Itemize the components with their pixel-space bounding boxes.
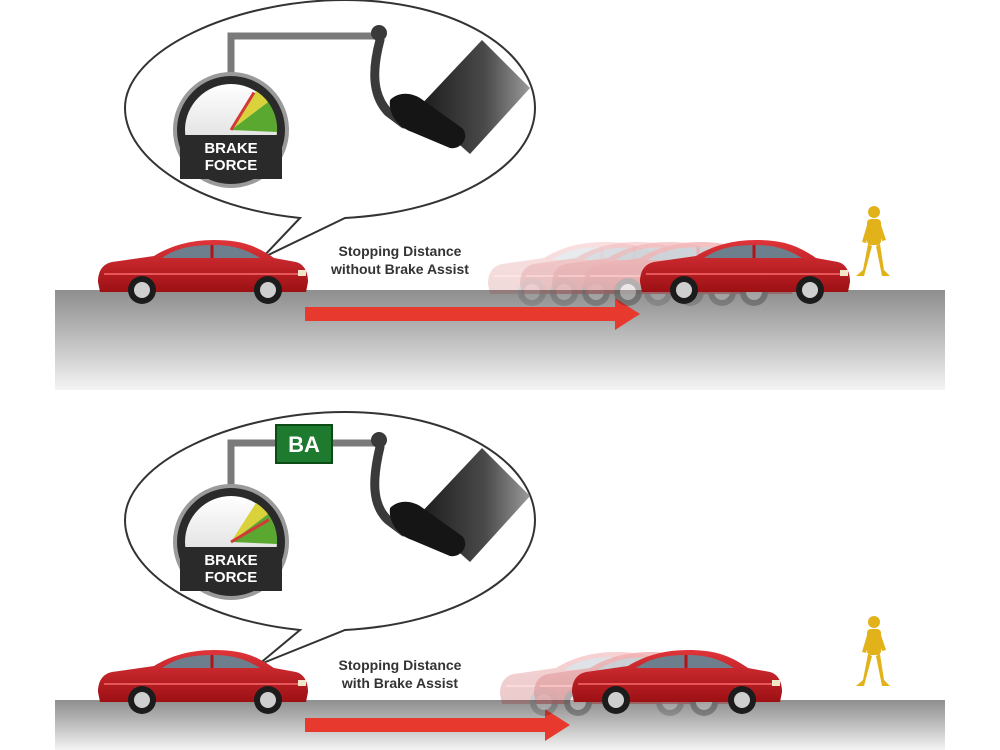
gauge-needle xyxy=(229,91,256,131)
brake-assist-badge-label: BA xyxy=(288,432,320,457)
caption-line1: Stopping Distance xyxy=(339,243,462,259)
panel-with-brake-assist: BA BRAKE FORCE Stopping Distance with Br… xyxy=(55,410,945,750)
stopping-distance-arrow xyxy=(305,298,640,330)
gauge-yellow-zone xyxy=(231,503,268,542)
stopping-distance-arrow xyxy=(305,709,570,741)
driver-leg xyxy=(389,448,530,562)
gauge-yellow-zone xyxy=(231,91,268,130)
brake-force-gauge: BRAKE FORCE xyxy=(173,484,289,600)
pedestrian-dummy xyxy=(856,616,890,686)
brake-linkage xyxy=(227,32,375,88)
brake-force-gauge: BRAKE FORCE xyxy=(173,72,289,188)
pedestrian-dummy xyxy=(856,206,890,276)
road-surface xyxy=(55,290,945,390)
caption-line2: with Brake Assist xyxy=(341,675,459,691)
caption-line2: without Brake Assist xyxy=(330,261,469,277)
panel-without-brake-assist: BRAKE FORCE Stopping Distance without Br… xyxy=(55,0,945,390)
brake-assist-badge xyxy=(275,424,333,464)
caption-line1: Stopping Distance xyxy=(339,657,462,673)
gauge-green-zone xyxy=(231,102,278,132)
brake-pedal-arm xyxy=(370,442,409,537)
driver-leg xyxy=(389,40,530,154)
brake-pedal-arm xyxy=(370,35,409,129)
gauge-label-line1: BRAKE xyxy=(204,552,257,569)
gauge-label-line2: FORCE xyxy=(205,569,258,586)
gauge-needle xyxy=(230,518,270,544)
gauge-label-line2: FORCE xyxy=(205,157,258,174)
gauge-label-line1: BRAKE xyxy=(204,140,257,157)
